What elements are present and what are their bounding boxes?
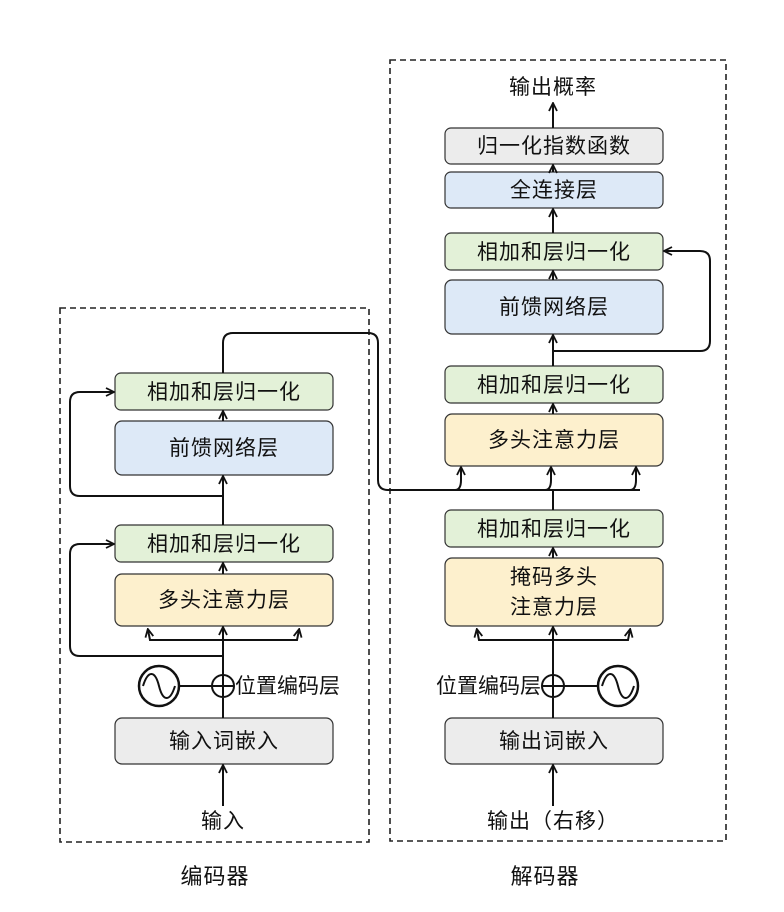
decoder-linear-label: 全连接层 (510, 178, 598, 202)
decoder-addnorm1-label: 相加和层归一化 (477, 516, 631, 541)
decoder-frame (389, 59, 727, 842)
decoder-embedding-label: 输出词嵌入 (499, 729, 609, 753)
encoder-addnorm1-label: 相加和层归一化 (147, 531, 301, 556)
decoder-positional-label: 位置编码层 (436, 674, 541, 698)
decoder-ffn-label: 前馈网络层 (499, 295, 609, 319)
decoder-addnorm2-label: 相加和层归一化 (477, 372, 631, 397)
decoder-softmax-label: 归一化指数函数 (477, 134, 631, 158)
encoder-ffn-label: 前馈网络层 (169, 436, 279, 460)
encoder-positional-label: 位置编码层 (235, 674, 340, 698)
encoder-caption: 编码器 (180, 865, 250, 890)
encoder-attention-label: 多头注意力层 (158, 588, 290, 612)
decoder-cross-attention-label: 多头注意力层 (488, 428, 620, 452)
encoder-addnorm2-label: 相加和层归一化 (147, 379, 301, 404)
decoder-masked-attention-label: 掩码多头 注意力层 (510, 565, 598, 619)
encoder-frame (59, 307, 370, 843)
encoder-residual-1 (69, 544, 223, 657)
encoder-embedding-label: 输入词嵌入 (169, 729, 279, 753)
encoder-to-decoder-connection (222, 332, 640, 491)
decoder-caption: 解码器 (510, 865, 580, 890)
decoder-output-label: 输出概率 (509, 75, 597, 99)
encoder-residual-2 (69, 392, 223, 497)
encoder-input-label: 输入 (201, 809, 245, 833)
decoder-input-label: 输出（右移） (487, 809, 619, 833)
decoder-addnorm3-label: 相加和层归一化 (477, 239, 631, 264)
decoder-residual (553, 251, 711, 352)
